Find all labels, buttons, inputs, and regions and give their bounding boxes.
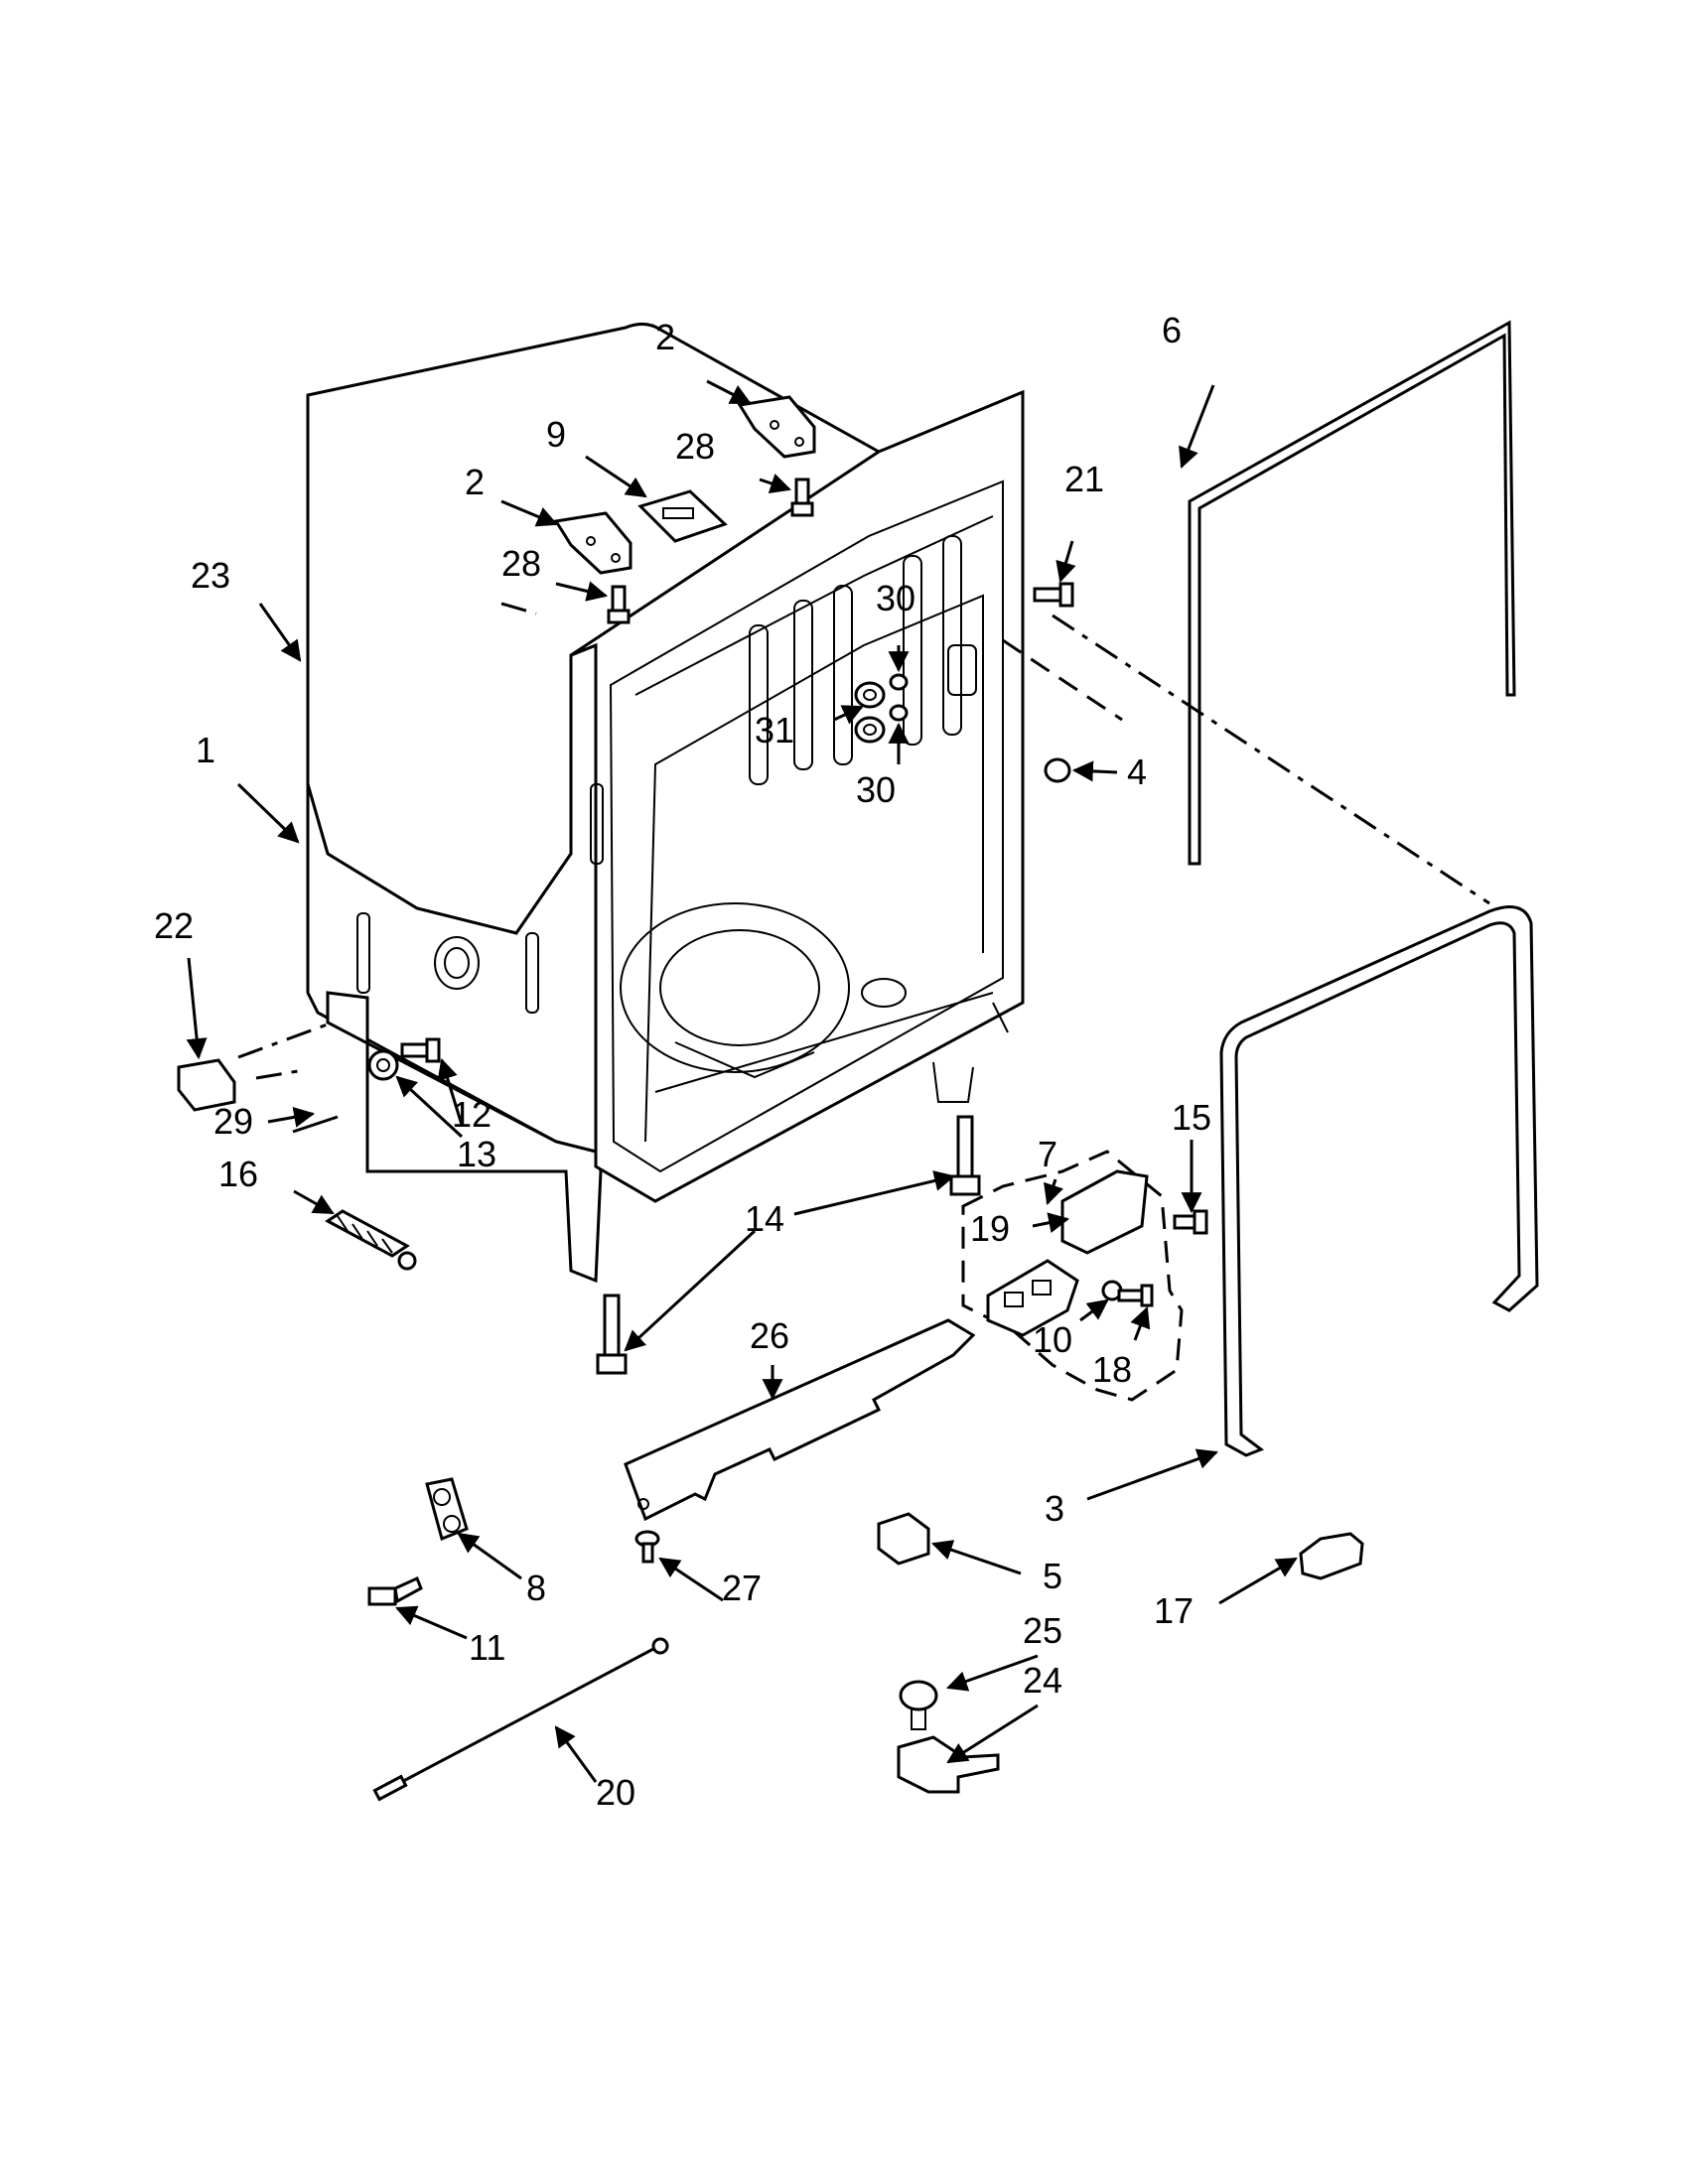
plug [1044, 757, 1071, 783]
callout-30: 30 [876, 578, 915, 618]
callout-22: 22 [154, 905, 194, 946]
callout-2: 2 [655, 317, 675, 357]
callout-2: 2 [465, 462, 485, 502]
callout-23: 23 [191, 555, 230, 596]
screw-11 [367, 1575, 423, 1606]
ground-wire [372, 1637, 669, 1802]
screw-28-upper [790, 478, 814, 517]
callout-19: 19 [970, 1208, 1010, 1249]
tub-gasket [1219, 905, 1539, 1457]
screw-12 [400, 1037, 441, 1063]
callout-14: 14 [745, 1198, 784, 1239]
vent-clip [637, 489, 728, 543]
callout-17: 17 [1154, 1590, 1194, 1631]
tub-opening [609, 479, 1004, 1173]
thermostat [899, 1680, 938, 1730]
leveling-leg-right [949, 1115, 981, 1196]
callout-13: 13 [457, 1134, 496, 1174]
callout-12: 12 [452, 1094, 492, 1135]
terminal-block [986, 1259, 1079, 1337]
callout-7: 7 [1038, 1134, 1057, 1174]
tub-front-frame [570, 389, 1025, 1203]
callout-4: 4 [1127, 751, 1147, 792]
callout-30: 30 [856, 769, 896, 810]
callout-3: 3 [1045, 1488, 1064, 1529]
washer-lower [889, 704, 909, 722]
washer-upper [889, 673, 909, 691]
callout-25: 25 [1023, 1610, 1062, 1651]
tub-assembly [306, 323, 1025, 1284]
junction-box-group [961, 1150, 1184, 1402]
callout-26: 26 [750, 1315, 789, 1356]
callout-20: 20 [596, 1772, 635, 1813]
bracket-26 [624, 1318, 976, 1522]
spring [325, 1209, 417, 1271]
screw-27 [634, 1530, 660, 1564]
hinge-bracket-upper [737, 395, 816, 459]
thermostat-bracket [897, 1735, 1000, 1794]
clip-22 [177, 1058, 236, 1112]
callout-6: 6 [1162, 310, 1182, 350]
callout-18: 18 [1092, 1349, 1132, 1390]
clip-5 [877, 1512, 930, 1566]
callout-8: 8 [526, 1568, 546, 1608]
callout-21: 21 [1064, 459, 1104, 499]
callout-16: 16 [218, 1154, 258, 1194]
hinge-bracket-lower [553, 511, 633, 575]
callout-10: 10 [1033, 1319, 1072, 1360]
callout-28: 28 [501, 543, 541, 584]
callout-9: 9 [546, 414, 566, 455]
screw-21 [1033, 582, 1074, 608]
junction-box-cover [1060, 1169, 1149, 1255]
cable-clamp [425, 1477, 469, 1542]
callout-24: 24 [1023, 1660, 1062, 1701]
callout-15: 15 [1172, 1097, 1211, 1138]
callout-31: 31 [755, 710, 794, 751]
callout-5: 5 [1043, 1556, 1062, 1596]
callout-1: 1 [196, 730, 215, 770]
sump [620, 902, 850, 1073]
callout-11: 11 [469, 1627, 505, 1668]
leader-lines [186, 379, 1298, 1783]
screw-15 [1173, 1209, 1208, 1235]
callout-29: 29 [213, 1101, 253, 1142]
leveling-leg-left [596, 1294, 628, 1375]
screw-18 [1117, 1284, 1154, 1307]
door-gasket [1188, 320, 1516, 866]
screw-28-lower [607, 585, 631, 624]
bushing-13 [367, 1049, 399, 1081]
latch-17 [1299, 1532, 1364, 1580]
callout-27: 27 [722, 1568, 762, 1608]
side-vent [434, 936, 480, 990]
callout-labels: 1 2 2 3 4 5 6 7 8 9 10 11 12 13 14 15 16… [154, 310, 1211, 1813]
callout-28: 28 [675, 426, 715, 467]
